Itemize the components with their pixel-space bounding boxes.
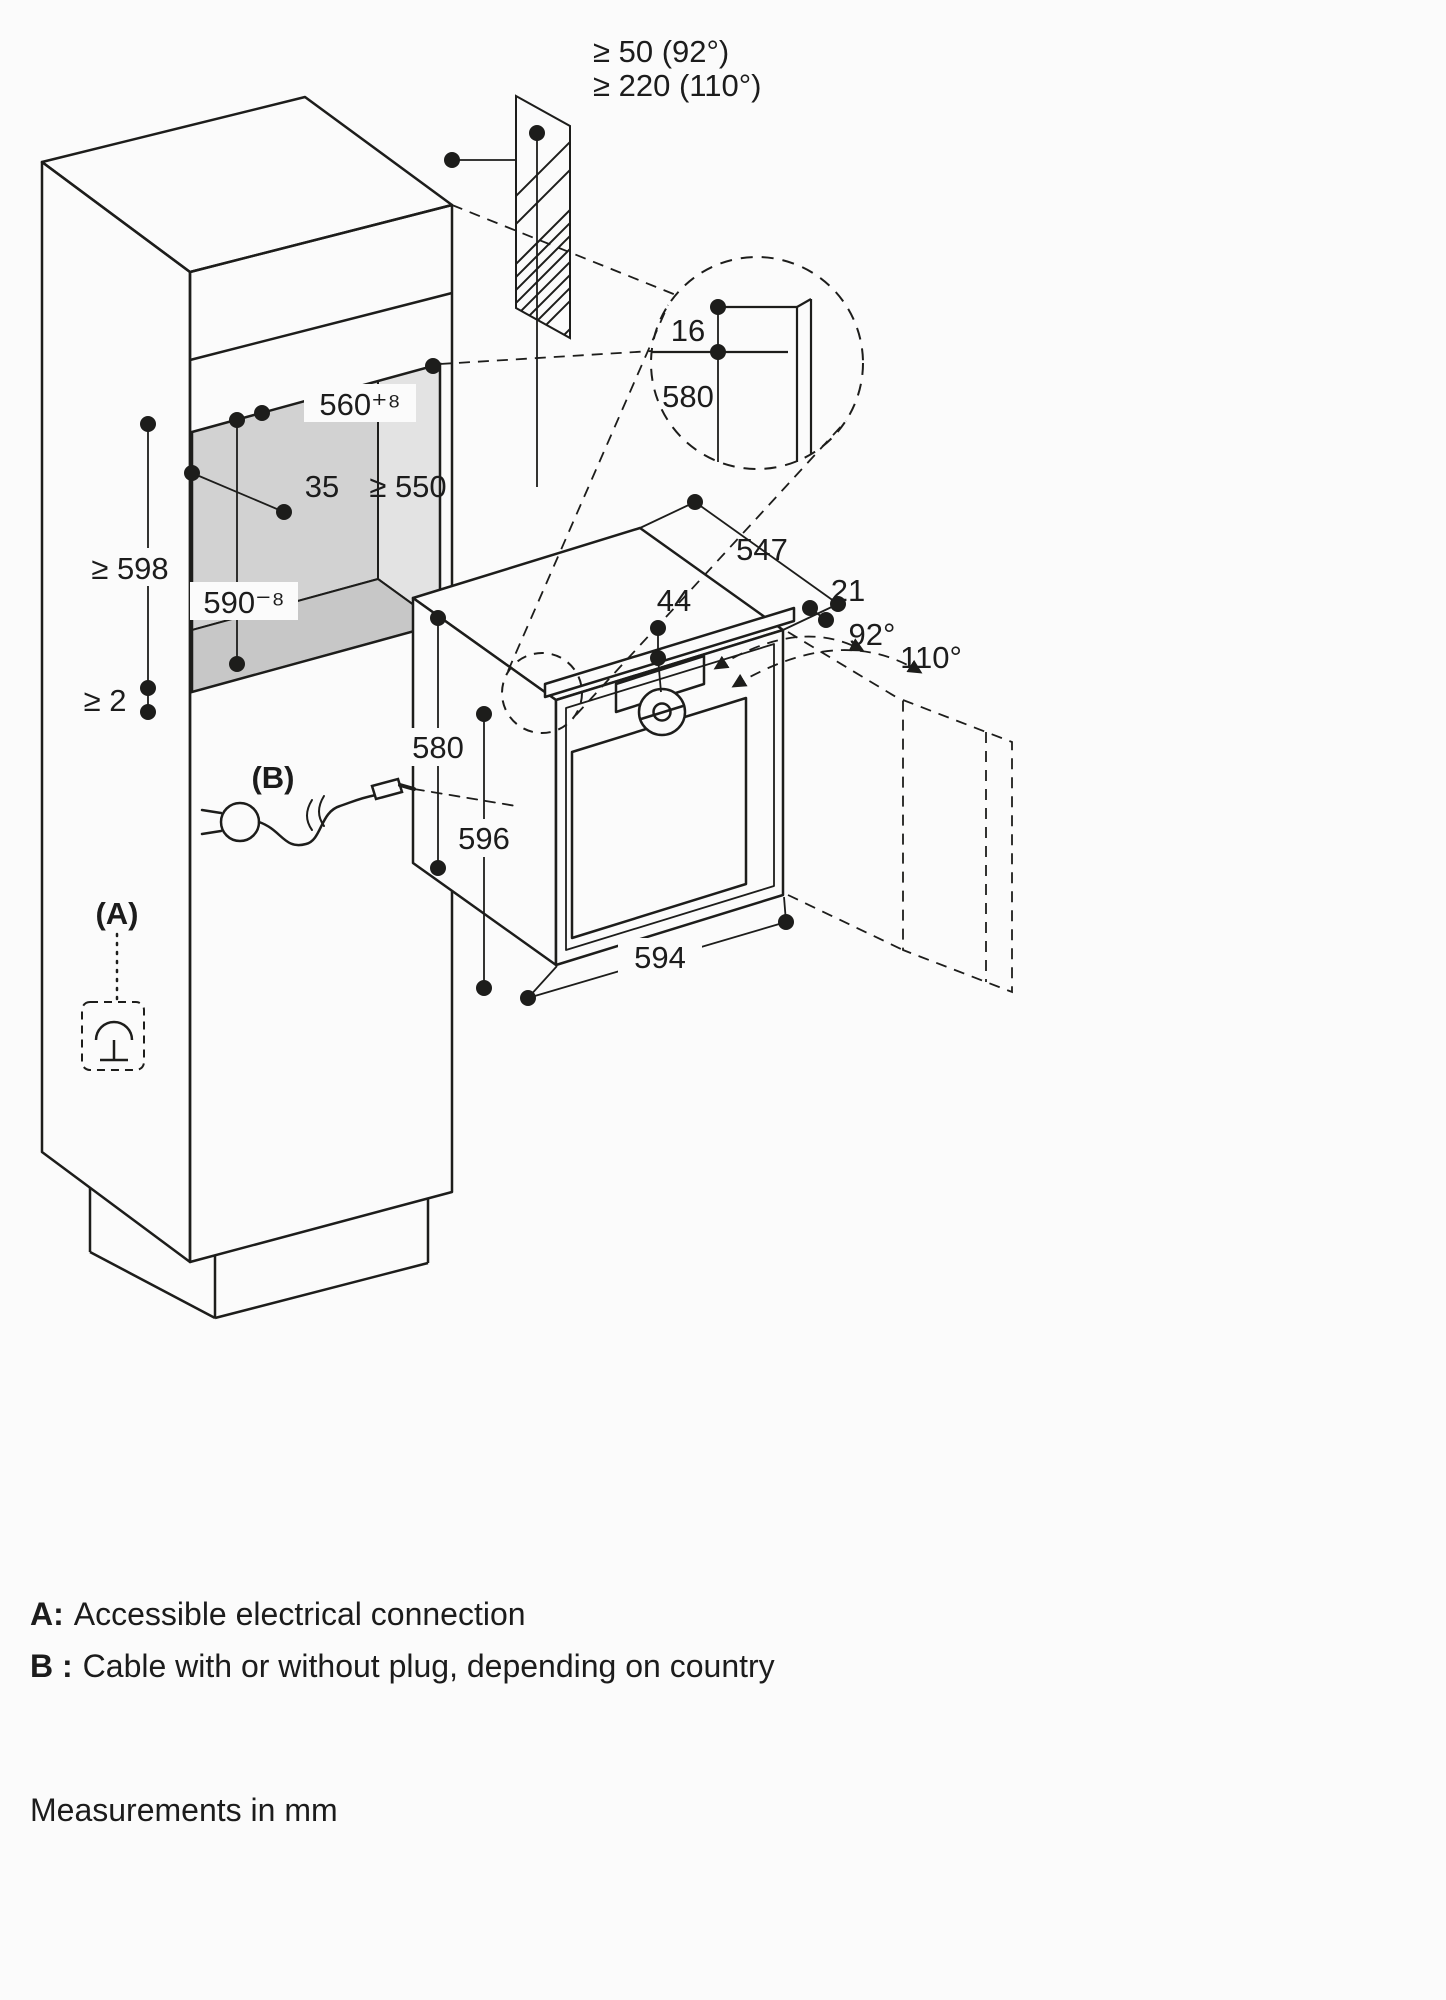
cabinet (40, 95, 454, 1320)
detail-circle-small (501, 652, 583, 734)
cabinet-top-face (40, 95, 454, 274)
dim-panel-height: 590⁻⁸ (203, 585, 284, 620)
dim-detail-580: 580 (662, 379, 714, 414)
dim-niche-height: ≥ 598 (91, 551, 168, 586)
open-door-ghost (902, 698, 1013, 994)
dim-door-gap-21: 21 (831, 573, 865, 608)
dimension-labels: ≥ 50 (92°) ≥ 220 (110°) 560⁺⁸ 35 ≥ 550 ≥… (84, 34, 962, 975)
dim-wall-gap-110: ≥ 220 (110°) (593, 68, 761, 103)
socket-symbol (94, 1020, 134, 1041)
legend-text-b: Cable with or without plug, depending on… (82, 1648, 775, 1684)
plug-body (219, 801, 261, 843)
dim-oven-width: 594 (634, 940, 686, 975)
dim-oven-depth: 547 (736, 532, 788, 567)
legend-text-a: Accessible electrical connection (73, 1596, 526, 1632)
measurements-note: Measurements in mm (30, 1792, 338, 1828)
dim-front-height: 596 (458, 821, 510, 856)
label-backgrounds (70, 384, 702, 976)
cabinet-front-face (188, 203, 454, 1264)
legend-line-a: A:Accessible electrical connection (30, 1588, 775, 1640)
cable-connector (370, 777, 404, 801)
dim-offset-35: 35 (305, 469, 339, 504)
oven-knob-bar (640, 704, 684, 721)
dim-niche-depth: ≥ 550 (369, 469, 446, 504)
oven (411, 526, 796, 967)
cable-break-mark (306, 795, 325, 831)
callout-b-label: (B) (251, 760, 294, 795)
legend-key-b: B : (30, 1648, 73, 1684)
dim-angle-92: 92° (849, 617, 896, 652)
cabinet-seam (189, 291, 453, 362)
dim-wall-gap-92: ≥ 50 (92°) (593, 34, 729, 69)
cable (257, 793, 378, 847)
callout-a-label: (A) (95, 896, 138, 931)
dim-handle-44: 44 (657, 583, 691, 618)
connection-a (81, 932, 145, 1071)
legend-line-b: B :Cable with or without plug, depending… (30, 1640, 775, 1692)
swing-arc-92 (713, 635, 865, 670)
wall-hatch (515, 94, 571, 340)
oven-front-face (554, 628, 785, 967)
dimension-dots (140, 125, 846, 1006)
dim-oven-height: 580 (412, 730, 464, 765)
plug-prong-top (200, 808, 223, 815)
dim-angle-110: 110° (900, 640, 962, 675)
swing-arc-110 (731, 649, 923, 688)
a-dashed-box (81, 1001, 145, 1071)
oven-handle-bar (543, 606, 796, 699)
oven-knob-center (652, 702, 672, 722)
dim-niche-width: 560⁺⁸ (319, 387, 400, 422)
cable-to-oven (413, 788, 517, 807)
legend-key-a: A: (30, 1596, 64, 1632)
cable-b (200, 777, 517, 847)
door-swing (713, 631, 1013, 994)
dim-detail-16: 16 (671, 313, 705, 348)
plug-prong-bottom (200, 829, 223, 836)
oven-door-window (570, 696, 748, 940)
dim-bottom-gap: ≥ 2 (84, 683, 127, 718)
oven-display (614, 654, 706, 714)
detail-circle-large (650, 256, 864, 470)
legend: A:Accessible electrical connection B :Ca… (30, 1588, 775, 1692)
